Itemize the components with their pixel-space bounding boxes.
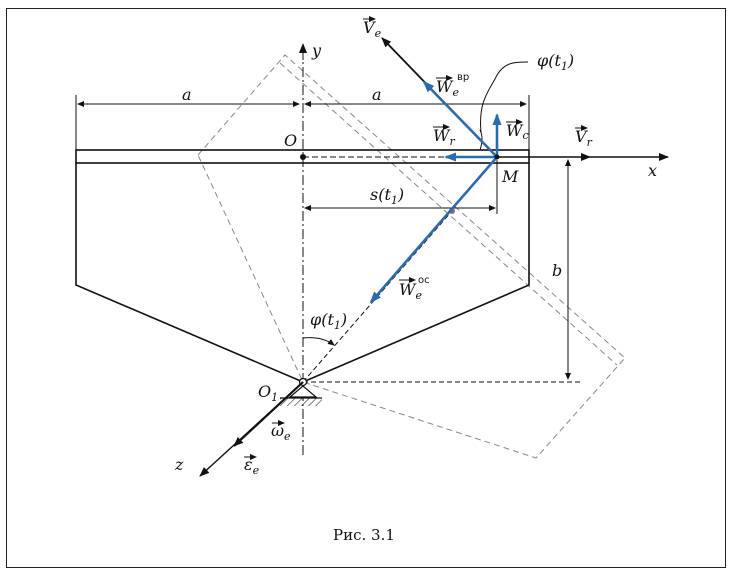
figure-frame <box>6 8 726 568</box>
phi-top-leader <box>480 61 529 133</box>
label-axis-z: z <box>174 455 184 474</box>
dimension-a <box>75 95 530 150</box>
svg-text:We: We <box>399 280 422 302</box>
origin-point <box>300 154 306 160</box>
we-vr-arrow <box>422 80 498 158</box>
label-point-m: M <box>501 167 519 186</box>
label-a-right: a <box>372 85 382 104</box>
svg-text:ωe: ωe <box>271 421 291 443</box>
label-o1: O1 <box>258 382 278 404</box>
label-vr: Vr <box>575 125 593 149</box>
label-a-left: a <box>182 85 192 104</box>
rotated-plate-outline <box>197 54 626 459</box>
svg-text:We: We <box>436 77 459 99</box>
label-phi-top: φ(t1) <box>537 51 574 73</box>
label-axis-x: x <box>648 161 657 180</box>
label-origin: O <box>284 131 297 150</box>
phi-bottom-arc <box>302 337 335 346</box>
label-s: s(t1) <box>370 185 404 207</box>
label-axis-y: y <box>311 41 322 60</box>
svg-text:εe: εe <box>244 455 260 477</box>
label-dim-b: b <box>552 261 562 280</box>
label-ve: Ve <box>363 16 382 40</box>
label-phi-bottom: φ(t1) <box>310 310 347 332</box>
svg-text:вр: вр <box>457 72 469 83</box>
svg-text:Vr: Vr <box>575 127 593 149</box>
svg-text:Ve: Ve <box>363 18 382 40</box>
label-we-os: We ос <box>399 275 430 302</box>
label-wr: Wr <box>433 124 455 148</box>
label-wc: Wc <box>506 119 529 142</box>
label-epsilon: εe <box>244 454 260 477</box>
svg-text:Wc: Wc <box>506 121 529 142</box>
we-os-arrow <box>369 156 498 304</box>
label-we-vr: We вр <box>436 72 469 99</box>
svg-text:Wr: Wr <box>433 126 455 148</box>
point-m <box>494 154 500 160</box>
omega-arrow <box>233 381 304 447</box>
dimension-s <box>304 160 498 214</box>
dimension-b <box>303 156 580 383</box>
svg-text:ос: ос <box>418 275 430 286</box>
figure-caption: Рис. 3.1 <box>333 526 395 544</box>
label-omega: ωe <box>271 420 291 443</box>
